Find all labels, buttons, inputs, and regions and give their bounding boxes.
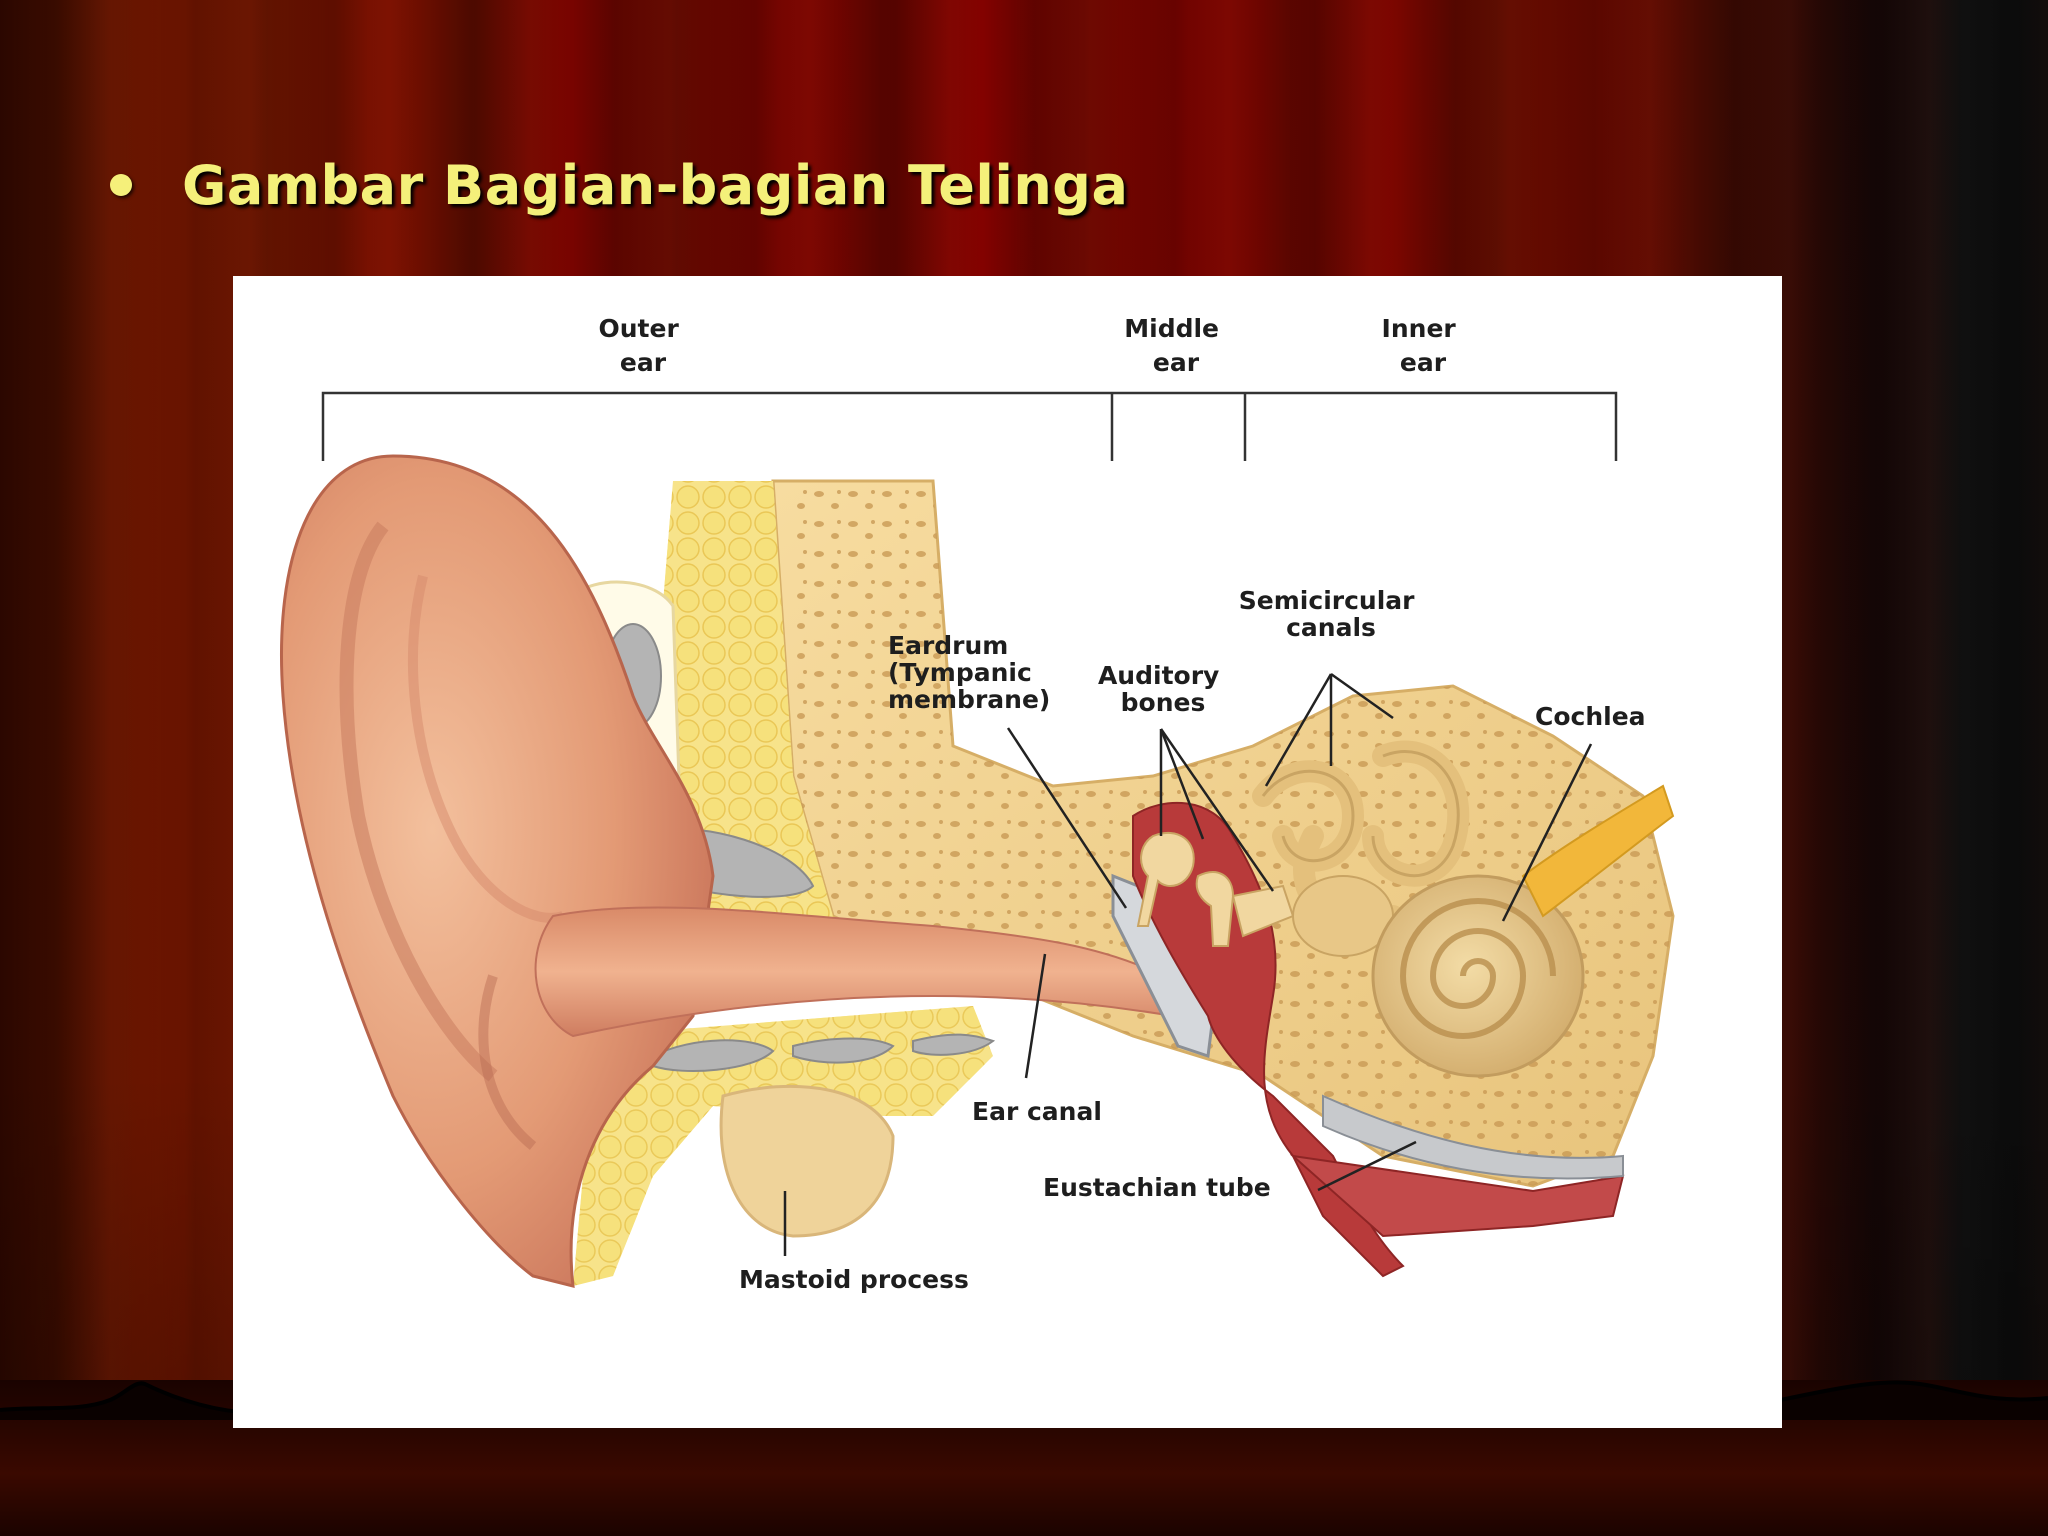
curtain-hem bbox=[0, 1380, 2048, 1420]
region-label-middle: Middle ear bbox=[1124, 314, 1227, 377]
region-label-inner: Inner ear bbox=[1382, 314, 1465, 377]
eustachian-tube-shape bbox=[1322, 1094, 1624, 1180]
label-ear-canal: Ear canal bbox=[972, 1097, 1102, 1126]
label-semicircular-canals: Semicircular canals bbox=[1239, 586, 1423, 642]
label-auditory-bones: Auditory bones bbox=[1098, 661, 1228, 717]
bullet-icon bbox=[110, 174, 132, 196]
label-pointer-lines bbox=[783, 672, 1593, 1256]
slide-title-row: Gambar Bagian-bagian Telinga bbox=[110, 150, 1128, 220]
mastoid-process-shape bbox=[719, 1084, 895, 1238]
middle-ear-cavity bbox=[1132, 801, 1405, 1278]
cochlea-shape bbox=[1371, 874, 1585, 1078]
region-brackets bbox=[321, 391, 1618, 461]
label-eustachian-tube: Eustachian tube bbox=[1043, 1173, 1271, 1202]
ear-anatomy-diagram: Outer ear Middle ear Inner ear bbox=[279, 314, 1675, 1294]
ear-anatomy-figure: Outer ear Middle ear Inner ear bbox=[233, 276, 1782, 1428]
label-cochlea: Cochlea bbox=[1535, 702, 1646, 731]
label-mastoid-process: Mastoid process bbox=[739, 1265, 969, 1294]
region-label-outer: Outer ear bbox=[598, 314, 687, 377]
slide-title: Gambar Bagian-bagian Telinga bbox=[182, 153, 1129, 217]
ear-canal-shape bbox=[534, 906, 1175, 1038]
label-eardrum: Eardrum (Tympanic membrane) bbox=[888, 631, 1050, 714]
auricle bbox=[279, 454, 715, 1288]
auditory-nerve bbox=[1521, 784, 1675, 918]
